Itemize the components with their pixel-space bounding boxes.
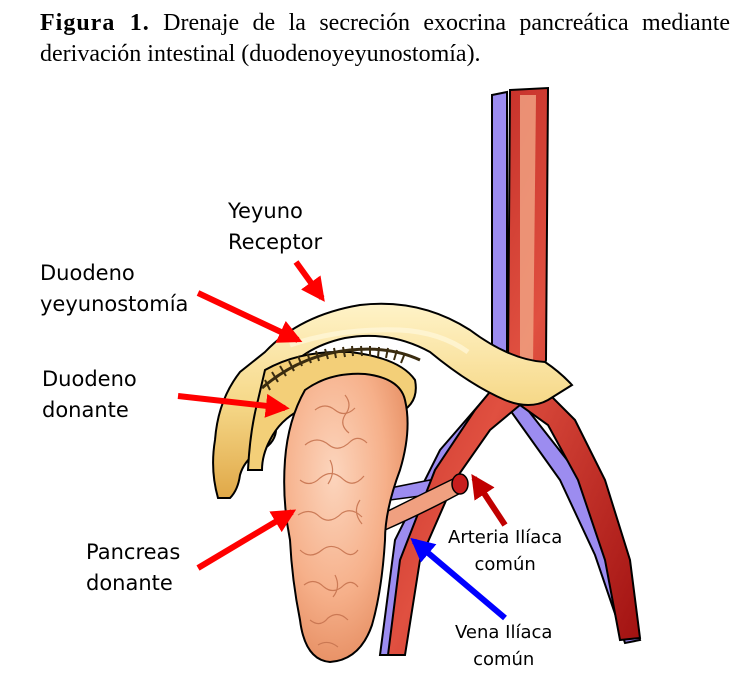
label-arteria-iliaca: Arteria Ilíaca común: [448, 527, 563, 575]
arrow-duodenoyeyunostomia: [196, 290, 303, 343]
figure-caption: Figura 1. Drenaje de la secreción exocri…: [40, 8, 730, 70]
jejunum: [212, 302, 574, 499]
caption-text: Drenaje de la secreción exocrina pancreá…: [40, 10, 731, 67]
arrow-vena: [410, 537, 507, 621]
graft-vessels: [379, 473, 469, 532]
label-vena-iliaca: Vena Ilíaca común: [455, 622, 553, 670]
label-duodenoyeyunostomia: Duodeno yeyunostomía: [40, 261, 189, 316]
label-duodeno-donante: Duodeno donante: [42, 367, 137, 422]
arrow-duodeno-donante: [177, 393, 290, 418]
arrow-yeyuno: [293, 260, 325, 302]
caption-label: Figura 1.: [40, 10, 150, 36]
arrow-pancreas: [196, 509, 297, 571]
label-pancreas-donante: Pancreas donante: [86, 540, 181, 595]
anastomosis-stitches: [261, 345, 421, 391]
label-yeyuno-receptor: Yeyuno Receptor: [228, 199, 323, 254]
arrow-arteria: [471, 473, 508, 527]
